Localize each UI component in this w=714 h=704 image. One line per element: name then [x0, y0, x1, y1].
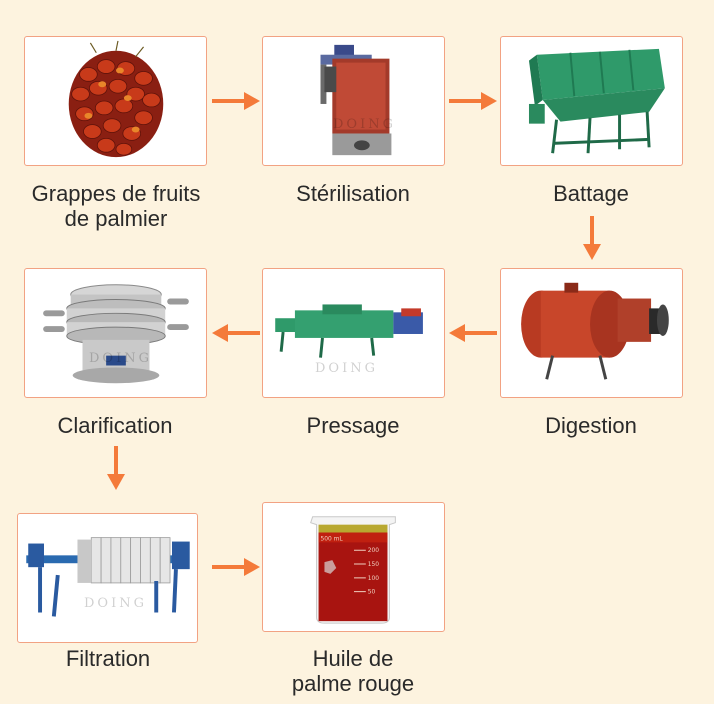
step-card-filtration: DOING [17, 513, 198, 643]
vibrating-sieve-image [43, 284, 189, 384]
watermark-text: DOING [333, 117, 396, 132]
step-label-pressing: Pressage [253, 413, 453, 438]
step-label-filtration: Filtration [8, 646, 208, 671]
step-card-threshing [500, 36, 683, 166]
beaker-mark-label: 50 [368, 590, 376, 596]
step-label-palm-fruit: Grappes de fruits de palmier [11, 181, 221, 231]
step-label-clarification: Clarification [15, 413, 215, 438]
arrow-left-icon [449, 324, 497, 342]
step-label-digestion: Digestion [491, 413, 691, 438]
step-card-clarification: DOING [24, 268, 207, 398]
arrow-down-icon [107, 446, 125, 490]
filter-press-image [26, 537, 190, 617]
arrow-left-icon [212, 324, 260, 342]
beaker-volume-label: 500 mL [321, 536, 344, 542]
step-label-red-palm-oil: Huile de palme rouge [253, 646, 453, 696]
step-label-line: Filtration [65, 646, 151, 671]
watermark-text: DOING [89, 351, 152, 366]
step-label-sterilization: Stérilisation [253, 181, 453, 206]
arrow-right-icon [212, 92, 260, 110]
step-card-palm-fruit [24, 36, 207, 166]
watermark-text: DOING [315, 361, 378, 376]
step-label-line: Battage [553, 181, 629, 206]
arrow-right-icon [449, 92, 497, 110]
screw-press-image [275, 304, 423, 358]
palm-fruit-bunch-image [68, 40, 164, 158]
step-label-line: Pressage [306, 413, 400, 438]
thresher-machine-image [528, 48, 665, 154]
step-label-line: de palmier [64, 206, 168, 231]
step-label-line: Stérilisation [296, 181, 410, 206]
arrow-right-icon [212, 558, 260, 576]
arrow-down-icon [583, 216, 601, 260]
watermark-text: DOING [84, 596, 147, 611]
beaker-red-palm-oil-image: 500 mL 200 150 100 50 [310, 516, 396, 624]
step-label-line: Digestion [545, 413, 637, 438]
beaker-mark-label: 200 [368, 548, 379, 554]
beaker-mark-label: 150 [368, 562, 379, 568]
step-label-line: Huile de [312, 646, 394, 671]
step-label-line: Clarification [57, 413, 173, 438]
step-card-digestion [500, 268, 683, 398]
digester-machine-image [521, 282, 669, 380]
beaker-mark-label: 100 [368, 576, 379, 582]
step-card-sterilization: DOING [262, 36, 445, 166]
step-label-line: palme rouge [291, 671, 415, 696]
sterilizer-machine-image [320, 44, 392, 156]
step-card-pressing: DOING [262, 268, 445, 398]
step-label-threshing: Battage [491, 181, 691, 206]
step-label-line: Grappes de fruits [31, 181, 201, 206]
step-card-red-palm-oil: 500 mL 200 150 100 50 [262, 502, 445, 632]
